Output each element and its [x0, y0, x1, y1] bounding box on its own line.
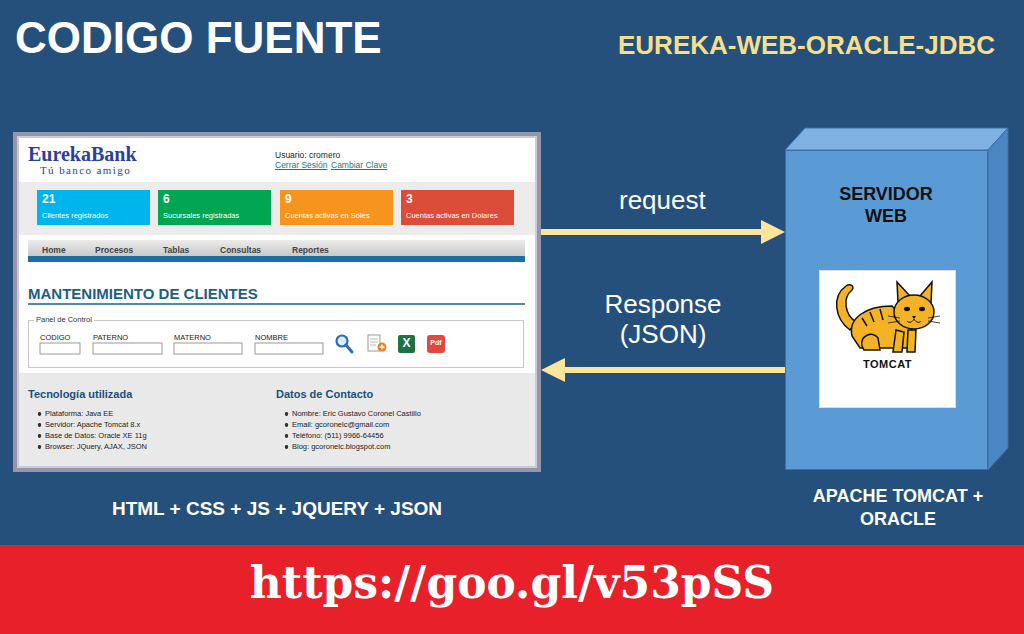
- footer-band: [19, 373, 535, 466]
- screen-inner-frame: [18, 137, 536, 467]
- icon-letter: X: [398, 336, 415, 350]
- server-top-face: [785, 128, 1008, 150]
- bullet-item: Base de Datos: Oracle XE 11g: [37, 431, 147, 440]
- stat-tile: 3Cuentas activas en Dolares: [401, 190, 514, 225]
- cat-eye: [904, 307, 910, 311]
- input-field: [255, 343, 323, 354]
- field-label: CODIGO: [40, 333, 70, 342]
- bullet-item: Plataforma: Java EE: [37, 409, 113, 418]
- stat-number: 6: [163, 192, 170, 206]
- brand-name: EurekaBank: [28, 142, 137, 166]
- control-panel: Panel de Control: [28, 320, 524, 368]
- input-field: [40, 343, 80, 354]
- cat-eye: [919, 307, 925, 311]
- menu-item: Home: [42, 245, 66, 255]
- search-icon: [346, 345, 352, 352]
- menu-item: Consultas: [220, 245, 261, 255]
- bullet-item: Blog: gcoronelc.blogspot.com: [284, 442, 390, 451]
- menu-item: Reportes: [292, 245, 329, 255]
- input-field: [93, 343, 162, 354]
- field-label: PATERNO: [93, 333, 128, 342]
- bullet-item: Browser: JQuery, AJAX, JSON: [37, 442, 147, 451]
- excel-icon: [398, 335, 415, 353]
- stat-caption: Cuentas activas en Soles: [285, 211, 370, 220]
- cat-leg: [862, 334, 880, 350]
- icon-letter: Pdf: [427, 339, 445, 347]
- field-label: NOMBRE: [255, 333, 288, 342]
- server-title: SERVIDOR WEB: [826, 184, 946, 227]
- new-icon: [380, 345, 385, 350]
- section-heading: Datos de Contacto: [276, 388, 373, 401]
- stat-number: 3: [406, 192, 413, 206]
- cat-leg: [907, 330, 916, 352]
- server-caption: APACHE TOMCAT + ORACLE: [788, 485, 1008, 532]
- stat-caption: Clientes registrados: [42, 211, 108, 220]
- tech-caption: HTML + CSS + JS + JQUERY + JSON: [17, 498, 537, 521]
- page-heading: MANTENIMIENTO DE CLIENTES: [28, 285, 258, 303]
- logo-background: [819, 270, 956, 408]
- menu-bar: [28, 240, 525, 256]
- cat-mouth: [907, 319, 921, 322]
- bullet-item: Teléfono: (511) 9966-64456: [284, 431, 384, 440]
- server-side-face: [988, 128, 1008, 470]
- stat-number: 9: [285, 192, 292, 206]
- menu-item: Tablas: [163, 245, 189, 255]
- stat-tile: 6Sucursales registradas: [158, 190, 271, 225]
- subtitle: EUREKA-WEB-ORACLE-JDBC: [618, 30, 995, 61]
- brand-slogan: Tú banco amigo: [40, 164, 131, 177]
- arrow-connector: [541, 229, 773, 235]
- cat-leg: [893, 330, 904, 352]
- logo-box: TOMCAT: [819, 270, 956, 408]
- new-icon: [370, 339, 378, 345]
- cat-head: [894, 295, 934, 329]
- cat-nose: [912, 316, 916, 319]
- stat-caption: Sucursales registradas: [163, 211, 239, 220]
- heading-rule: [28, 303, 525, 305]
- section-heading: Tecnología utilizada: [28, 388, 132, 401]
- edge-label: request: [619, 186, 706, 216]
- user-name: Usuario: cromero: [275, 150, 340, 160]
- link: Cambiar Clave: [331, 160, 387, 170]
- panel-legend: Panel de Control: [34, 315, 94, 324]
- bullet-item: Nombre: Eric Gustavo Coronel Castillo: [284, 409, 421, 418]
- url-band: https://goo.gl/v53pSS: [0, 545, 1024, 634]
- new-icon: [378, 343, 387, 352]
- stat-tile: 9Cuentas activas en Soles: [280, 190, 393, 225]
- screen-background: [17, 136, 537, 468]
- arrow-connector: [553, 367, 785, 373]
- stat-caption: Cuentas activas en Dolares: [406, 211, 498, 220]
- field-label: MATERNO: [174, 333, 211, 342]
- tomcat-logo: [837, 282, 940, 352]
- url-text: https://goo.gl/v53pSS: [0, 557, 1024, 610]
- link: Cerrar Sesión: [275, 160, 327, 170]
- title: CODIGO FUENTE: [15, 12, 382, 65]
- server-box: SERVIDOR WEBAPACHE TOMCAT + ORACLETOMCAT: [785, 150, 988, 470]
- menu-bar-line: [28, 256, 525, 262]
- bullet-item: Servidor: Apache Tomcat 8.x: [37, 420, 140, 429]
- input-field: [174, 343, 242, 354]
- stats-band: [19, 182, 535, 235]
- edge-label: Response (JSON): [588, 290, 738, 350]
- pdf-icon: [427, 335, 445, 353]
- stat-tile: 21Clientes registrados: [37, 190, 150, 225]
- menu-item: Procesos: [95, 245, 133, 255]
- bullet-item: Email: gcoronelc@gmail.com: [284, 420, 389, 429]
- server-front-face: [785, 150, 988, 470]
- cat-stripes: [862, 309, 883, 326]
- logo-text: TOMCAT: [820, 358, 955, 371]
- stat-number: 21: [42, 192, 55, 206]
- cat-whiskers: [888, 316, 940, 323]
